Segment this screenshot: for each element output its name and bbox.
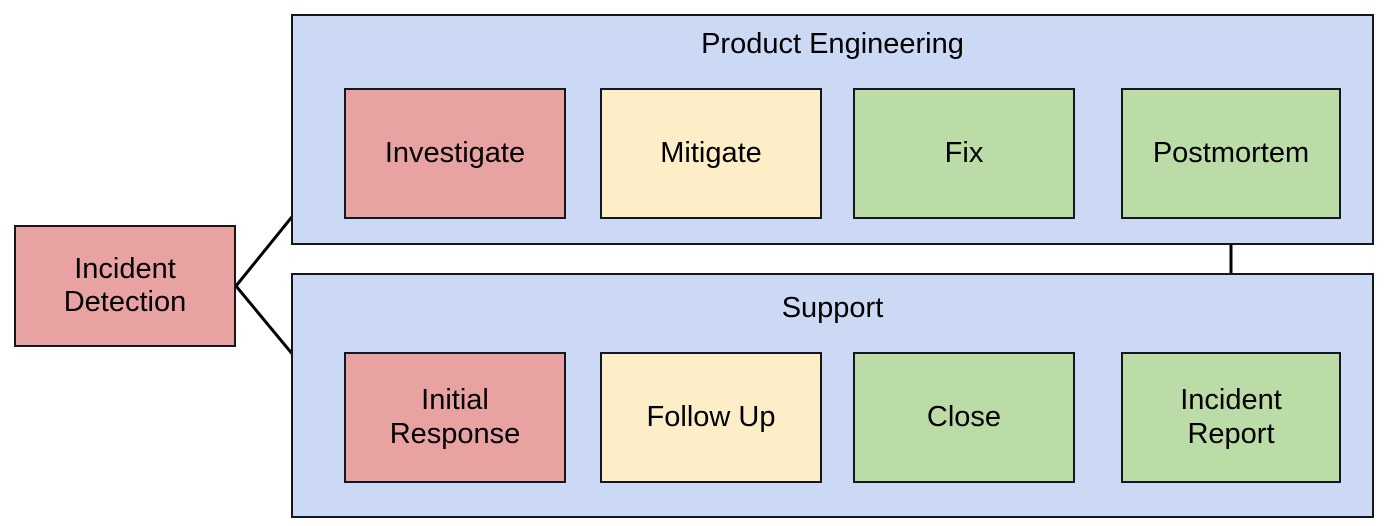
node-label: Incident Detection (63, 252, 187, 318)
node-label: Fix (944, 136, 984, 169)
node-label: Follow Up (646, 400, 776, 433)
node-label: Postmortem (1152, 136, 1310, 169)
node-follow-up[interactable]: Follow Up (600, 352, 822, 483)
node-label: Close (926, 400, 1002, 433)
node-postmortem[interactable]: Postmortem (1121, 88, 1341, 219)
node-mitigate[interactable]: Mitigate (600, 88, 822, 219)
node-initial-response[interactable]: Initial Response (344, 352, 566, 483)
node-incident-report[interactable]: Incident Report (1121, 352, 1341, 483)
node-investigate[interactable]: Investigate (344, 88, 566, 219)
node-label: Mitigate (660, 136, 762, 169)
swimlane-title-product-engineering: Product Engineering (701, 28, 964, 60)
node-label: Investigate (384, 136, 526, 169)
node-fix[interactable]: Fix (853, 88, 1075, 219)
node-label: Incident Report (1180, 384, 1282, 450)
node-incident-detection[interactable]: Incident Detection (14, 225, 236, 347)
swimlane-title-support: Support (781, 292, 884, 324)
node-label: Initial Response (389, 384, 521, 450)
node-close[interactable]: Close (853, 352, 1075, 483)
